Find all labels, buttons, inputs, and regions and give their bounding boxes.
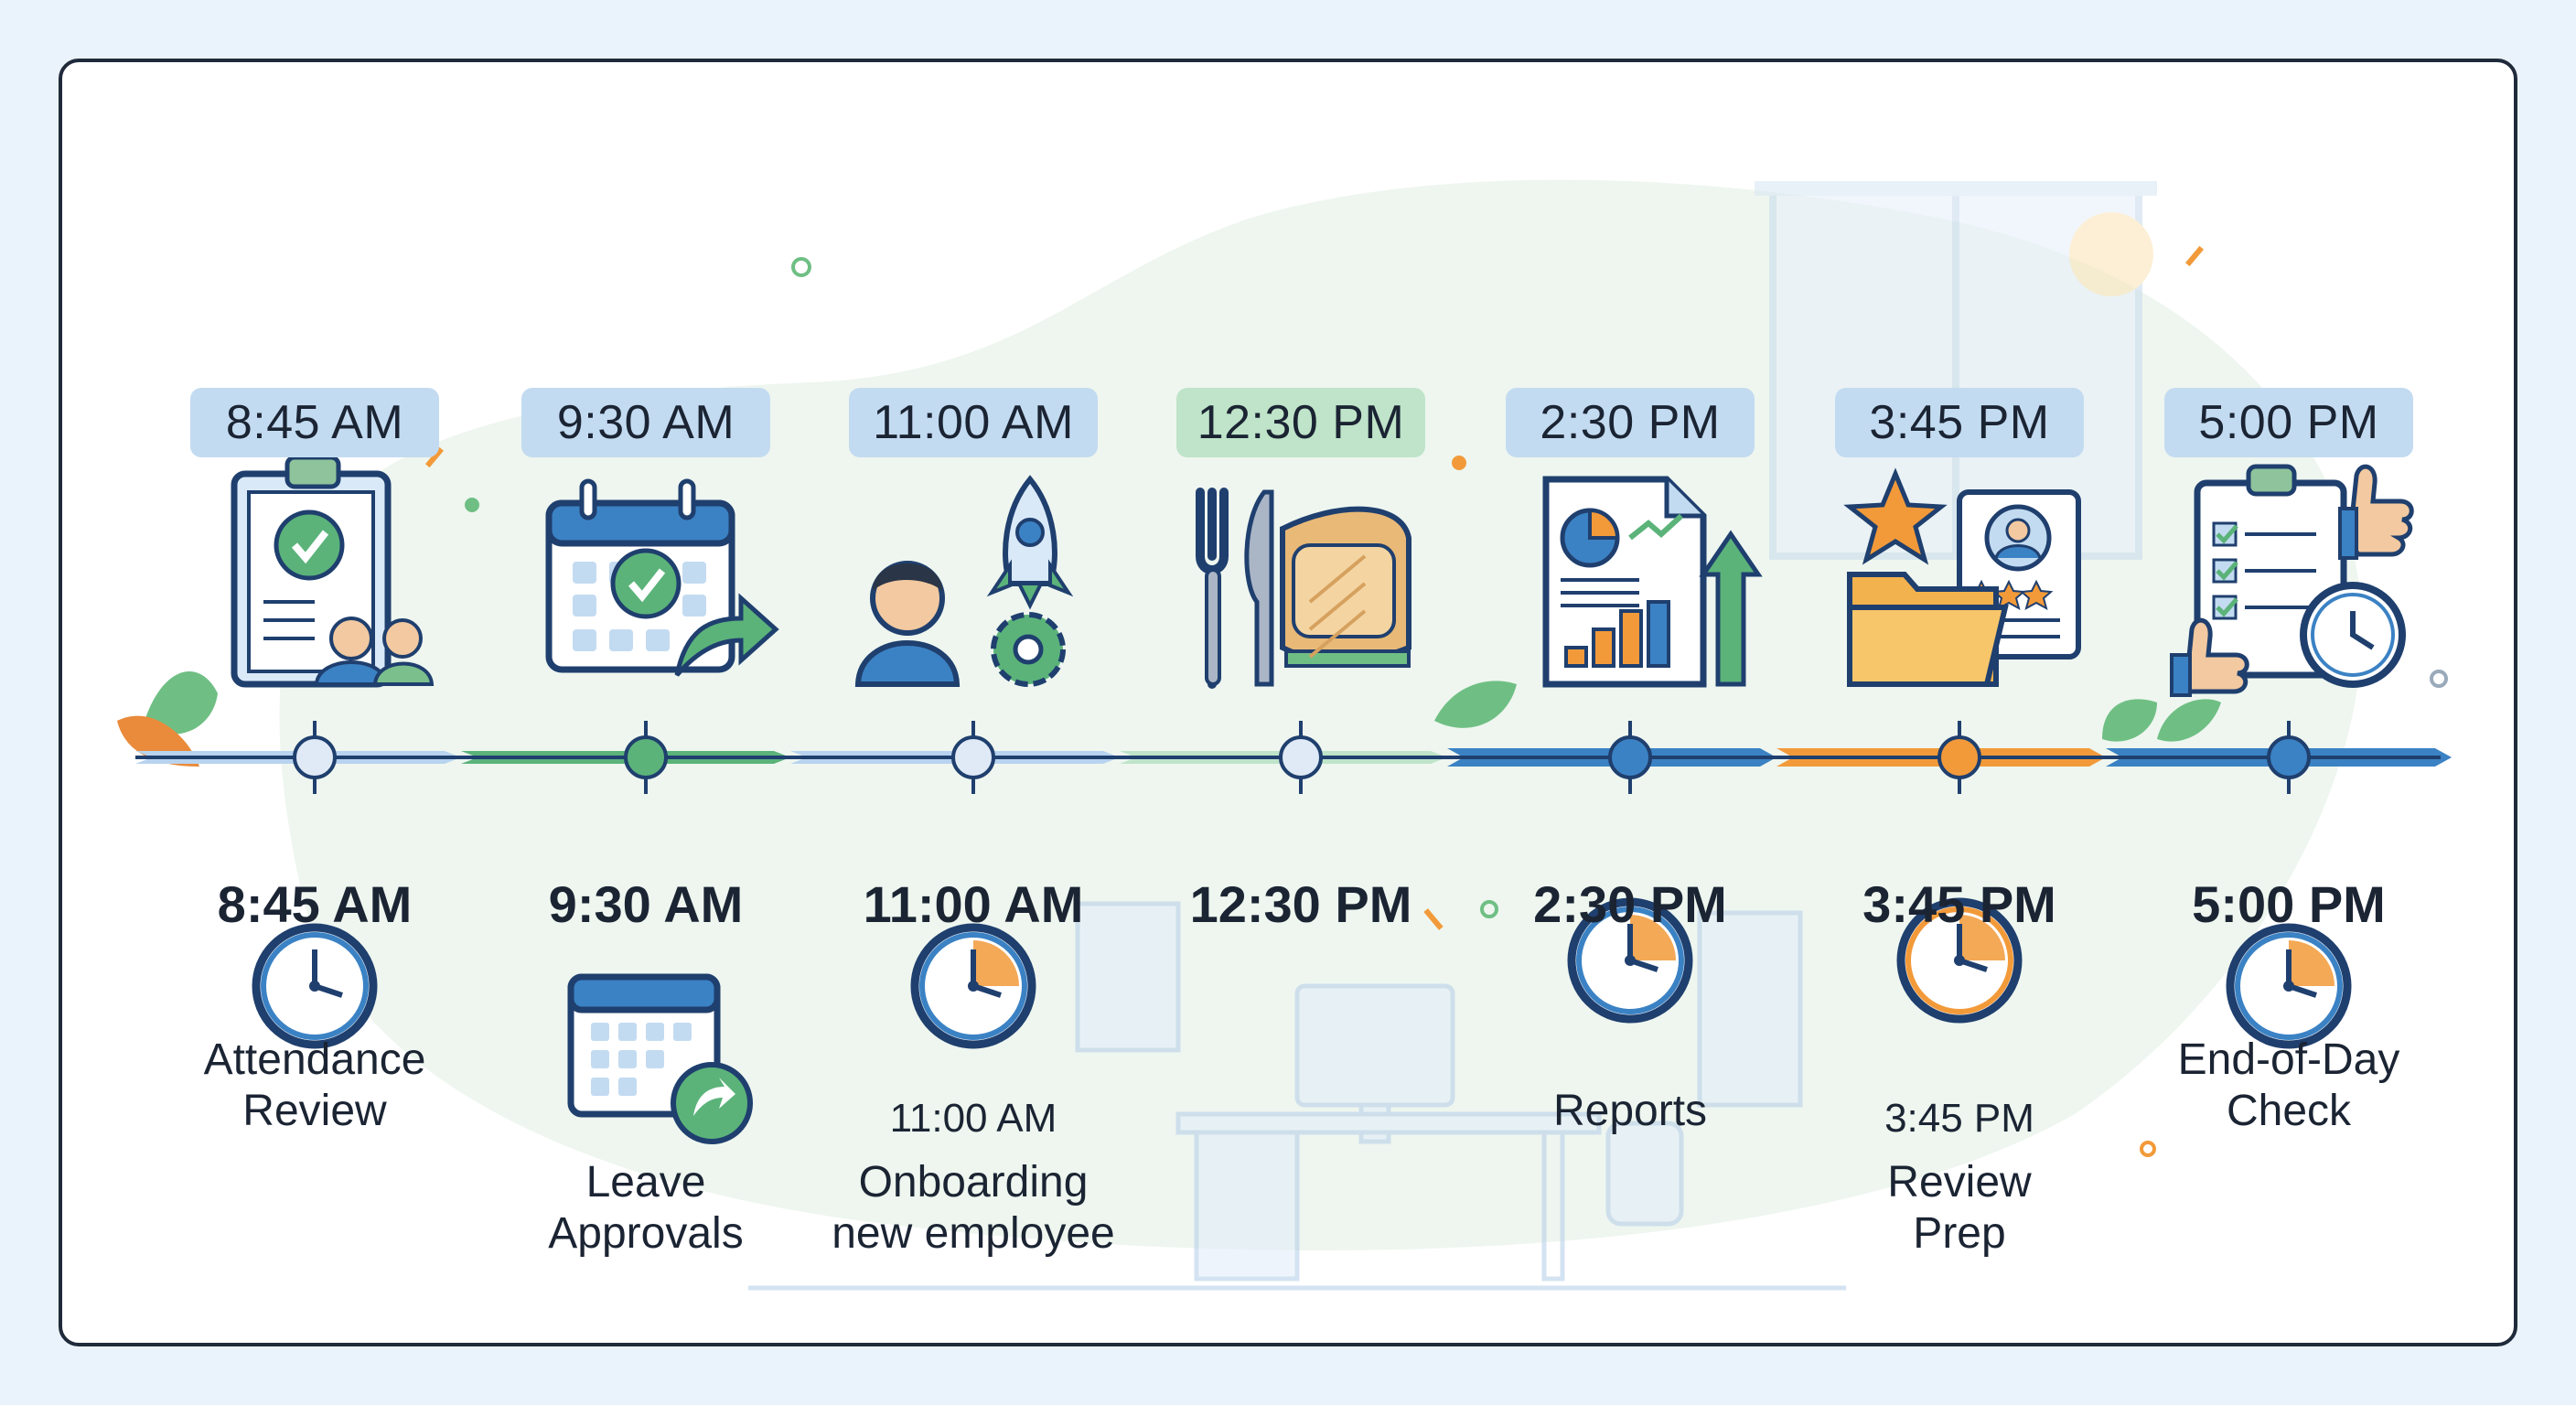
lower-time-label: 9:30 AM: [548, 875, 744, 933]
lower-time-label: 5:00 PM: [2192, 875, 2386, 933]
stage-label-line1: Leave: [585, 1158, 706, 1207]
stage-label-line2: Prep: [1913, 1209, 2006, 1258]
report-chart-icon: [1542, 476, 1763, 688]
clock-icon: [1567, 897, 1693, 1024]
clock-icon: [1896, 897, 2023, 1024]
timeline-node: [1279, 721, 1323, 794]
timeline-node: [951, 721, 995, 794]
desk-illustration: [748, 901, 1846, 1291]
time-pill: 5:00 PM: [2164, 388, 2413, 457]
stage-label-line1: End-of-Day: [2177, 1035, 2400, 1084]
lower-clocks: [252, 897, 2352, 1144]
timeline-node: [1608, 721, 1652, 794]
clock-icon: [2226, 923, 2352, 1049]
stage-label-line2: Approvals: [548, 1209, 744, 1258]
clipboard-check-icon: [231, 455, 435, 688]
timeline-scene: [117, 179, 2452, 1291]
icon-row: [231, 455, 2414, 697]
fork-knife-sandwich-icon: [1196, 488, 1411, 689]
stage-label-line2: Check: [2226, 1087, 2352, 1135]
timeline-node: [1937, 721, 1981, 794]
time-pill: 9:30 AM: [521, 388, 770, 457]
person-rocket-gear-icon: [854, 475, 1074, 687]
window-illustration: [1755, 181, 2157, 560]
stage-label-line2: new employee: [832, 1209, 1115, 1258]
star-folder-profile-icon: [1843, 467, 2081, 687]
decorations: [117, 245, 2448, 1157]
stage-sub-time: 3:45 PM: [1884, 1096, 2034, 1141]
timeline-card: 8:45 AM 9:30 AM 11:00 AM 12:30 PM 2:30 PM 3:4…: [59, 59, 2517, 1346]
clock-icon: [910, 923, 1036, 1049]
stage-label-line1: Attendance: [203, 1035, 426, 1084]
stage-label-line2: Review: [242, 1087, 387, 1135]
lower-time-label: 11:00 AM: [863, 875, 1084, 933]
timeline-node: [624, 721, 668, 794]
clock-icon: [252, 923, 378, 1049]
timeline-node: [2267, 721, 2311, 794]
time-pill: 8:45 AM: [190, 388, 439, 457]
stage-label-line1: Review: [1887, 1158, 2032, 1207]
time-pill: 12:30 PM: [1176, 388, 1425, 457]
time-pill: 3:45 PM: [1835, 388, 2084, 457]
lower-time-label: 3:45 PM: [1862, 875, 2056, 933]
checklist-thumbs-clock-icon: [2170, 464, 2414, 697]
time-pill: 2:30 PM: [1506, 388, 1755, 457]
time-pill: 11:00 AM: [849, 388, 1098, 457]
lower-time-label: 12:30 PM: [1189, 875, 1412, 933]
calendar-check-icon: [545, 478, 779, 677]
stage-label-line1: Reports: [1552, 1087, 1708, 1135]
timeline-node: [293, 721, 337, 794]
stage-sub-time: 11:00 AM: [889, 1096, 1057, 1141]
lower-time-label: 8:45 AM: [217, 875, 413, 933]
lower-time-label: 2:30 PM: [1533, 875, 1727, 933]
timeline-axis: [135, 721, 2452, 794]
calendar-arrow-icon: [567, 973, 753, 1144]
stage-label-line1: Onboarding: [858, 1158, 1089, 1207]
